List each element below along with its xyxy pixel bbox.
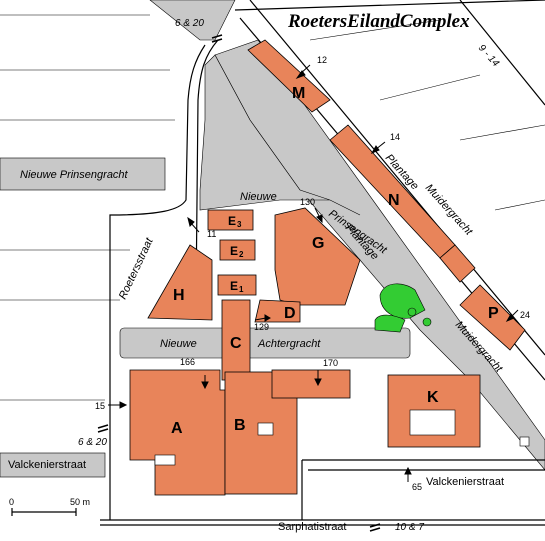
- label-valckenierstraat-left: Valckenierstraat: [8, 459, 86, 471]
- scale-label-zero: 0: [9, 497, 14, 507]
- scale-bar: [11, 508, 77, 516]
- street-valckenierstraat-left: [0, 452, 106, 478]
- tram-label-top: 6 & 20: [175, 18, 204, 29]
- entrance-arrow-icons: [108, 64, 519, 482]
- streets: [0, 0, 545, 478]
- scale-label-fifty: 50 m: [70, 497, 90, 507]
- house-number: 129: [254, 322, 269, 332]
- tram-label-bottom: 10 & 7: [395, 522, 424, 533]
- label-building-c: C: [230, 335, 242, 352]
- paved-area: [199, 54, 361, 216]
- label-building-a: A: [171, 420, 183, 437]
- label-nieuwe-small: Nieuwe: [240, 191, 277, 203]
- label-building-e2-sub: 2: [239, 250, 244, 259]
- fountain-icon-2: [422, 317, 432, 327]
- park-area-2: [374, 314, 406, 333]
- building-m[interactable]: [247, 39, 331, 113]
- courtyards: [154, 409, 530, 466]
- label-building-d: D: [284, 305, 296, 322]
- house-number: 130: [300, 197, 315, 207]
- lot-outlines: [0, 14, 545, 401]
- street-nieuwe-achtergracht: [119, 327, 411, 359]
- map-title: RoetersEilandComplex: [287, 11, 470, 32]
- label-building-e3: E: [228, 214, 236, 228]
- building-h[interactable]: [147, 244, 213, 321]
- label-building-k: K: [427, 389, 439, 406]
- building-170[interactable]: [271, 369, 351, 399]
- building-e3[interactable]: [207, 209, 254, 231]
- building-a[interactable]: [129, 369, 226, 496]
- label-building-h: H: [173, 287, 185, 304]
- label-sarphatistraat: Sarphatistraat: [278, 521, 346, 533]
- fountain-icon: [407, 307, 417, 317]
- tram-label-left: 6 & 20: [78, 437, 107, 448]
- buildings: [129, 39, 526, 496]
- label-building-e2: E: [230, 244, 238, 258]
- house-number: 65: [412, 482, 422, 492]
- label-building-e1: E: [230, 279, 238, 293]
- label-building-e3-sub: 3: [237, 220, 242, 229]
- label-building-b: B: [234, 417, 246, 434]
- street-nieuwe-prinsengracht: [0, 157, 166, 191]
- house-number: 15: [95, 401, 105, 411]
- house-number: 166: [180, 357, 195, 367]
- building-e1[interactable]: [217, 274, 257, 296]
- street-top-left: [149, 0, 236, 41]
- house-number: 12: [317, 55, 327, 65]
- building-p[interactable]: [459, 284, 526, 351]
- label-nieuwe-prinsengracht: Nieuwe Prinsengracht: [20, 169, 129, 181]
- building-n-annex[interactable]: [439, 244, 476, 283]
- label-building-p: P: [488, 305, 499, 322]
- label-nieuwe-achtergracht-2: Achtergracht: [257, 338, 321, 350]
- park: [374, 283, 432, 333]
- label-roetersstraat: Roetersstraat: [117, 236, 156, 302]
- house-number: 170: [323, 358, 338, 368]
- house-number: 14: [390, 132, 400, 142]
- house-number: 11: [207, 229, 216, 239]
- building-g[interactable]: [274, 207, 361, 306]
- label-building-g: G: [312, 235, 324, 252]
- label-building-e1-sub: 1: [239, 285, 244, 294]
- house-number: 24: [520, 310, 530, 320]
- tram-stop-icon: [97, 34, 381, 532]
- building-c[interactable]: [221, 299, 251, 381]
- label-valckenierstraat-right: Valckenierstraat: [426, 476, 504, 488]
- building-e2[interactable]: [219, 239, 256, 261]
- label-building-n: N: [388, 192, 400, 209]
- label-nieuwe-achtergracht-1: Nieuwe: [160, 338, 197, 350]
- label-building-m: M: [292, 85, 305, 102]
